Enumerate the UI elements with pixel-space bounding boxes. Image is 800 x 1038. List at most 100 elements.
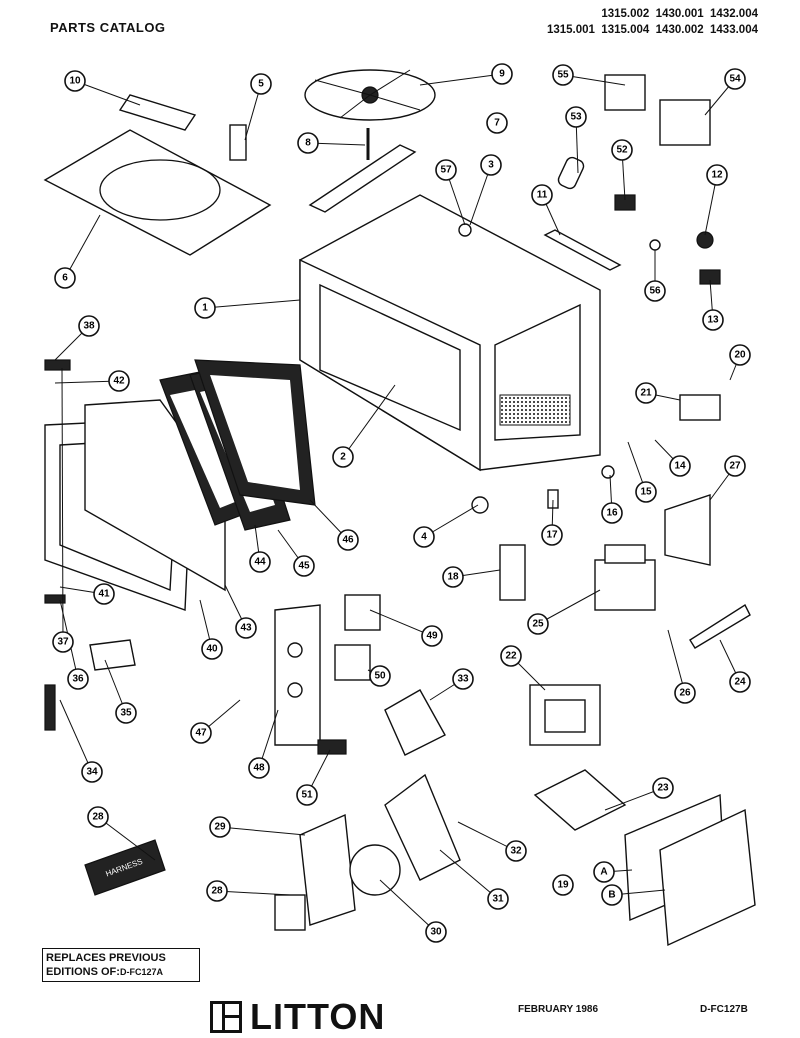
callout-number: 31 — [492, 894, 504, 905]
callout-54: 54 — [724, 68, 746, 90]
mount-screw-part — [649, 239, 661, 251]
callout-circle — [293, 555, 315, 577]
callout-6: 6 — [54, 267, 76, 289]
callout-circle — [425, 921, 447, 943]
trim-strip-part — [543, 229, 622, 271]
stirrer-fan-part — [304, 69, 436, 121]
callout-circle — [108, 370, 130, 392]
callout-circle — [332, 446, 354, 468]
callout-3: 3 — [480, 154, 502, 176]
callout-23: 23 — [652, 777, 674, 799]
callout-number: 48 — [253, 763, 265, 774]
fan-housing-part — [384, 773, 461, 881]
callout-number: 3 — [488, 160, 494, 171]
callout-number: 1 — [202, 303, 208, 314]
callout-32: 32 — [505, 840, 527, 862]
callout-53: 53 — [565, 106, 587, 128]
callout-47: 47 — [190, 722, 212, 744]
callout-circle — [296, 784, 318, 806]
callout-41: 41 — [93, 583, 115, 605]
callout-circle — [565, 106, 587, 128]
leader-line — [216, 890, 291, 896]
air-duct-part — [664, 494, 711, 566]
control-panel-part — [274, 604, 321, 746]
callout-number: 11 — [537, 190, 548, 201]
callout-28: 28 — [87, 806, 109, 828]
door-seal-opening — [210, 375, 300, 490]
publication-date: FEBRUARY 1986 — [518, 1004, 599, 1015]
replaces-line-2: EDITIONS OF:D-FC127A — [46, 965, 196, 979]
callout-circle — [250, 73, 272, 95]
callout-24: 24 — [729, 671, 751, 693]
callout-number: 52 — [616, 145, 628, 156]
callout-circle — [729, 671, 751, 693]
callout-number: 13 — [707, 315, 719, 326]
callout-15: 15 — [635, 481, 657, 503]
callout-circle — [729, 344, 751, 366]
wire-harness-part: HARNESS — [84, 839, 166, 896]
callout-number: 42 — [113, 376, 125, 387]
callout-circle — [64, 70, 86, 92]
callout-circle — [369, 665, 391, 687]
callout-13: 13 — [702, 309, 724, 331]
callout-circle — [601, 502, 623, 524]
hinge-pin-part — [44, 594, 66, 604]
callout-B: B — [601, 884, 623, 906]
callout-12: 12 — [706, 164, 728, 186]
callout-number: 47 — [195, 728, 207, 739]
callout-circle — [297, 132, 319, 154]
leader-line — [61, 367, 64, 643]
callout-11: 11 — [531, 184, 553, 206]
leader-line — [379, 879, 437, 933]
callout-circle — [209, 816, 231, 838]
callout-1: 1 — [194, 297, 216, 319]
callout-A: A — [593, 861, 615, 883]
callout-circle — [67, 668, 89, 690]
callout-number: 22 — [505, 651, 517, 662]
callout-circle — [435, 159, 457, 181]
callout-circle — [652, 777, 674, 799]
callout-7: 7 — [486, 112, 508, 134]
callout-number: 44 — [254, 557, 266, 568]
callout-40: 40 — [201, 638, 223, 660]
spacer-part — [471, 496, 489, 514]
oven-cavity-part — [299, 194, 601, 472]
callout-group: 12345678910111213141516171819AB202122232… — [52, 63, 751, 943]
callout-number: 16 — [606, 508, 618, 519]
callout-19: 19 — [552, 874, 574, 896]
callout-circle — [601, 884, 623, 906]
callout-22: 22 — [500, 645, 522, 667]
callout-circle — [487, 888, 509, 910]
callout-55: 55 — [552, 64, 574, 86]
callout-circle — [337, 529, 359, 551]
callout-number: 6 — [62, 273, 68, 284]
callout-number: 37 — [57, 637, 69, 648]
duct-bracket-part — [659, 99, 711, 146]
callout-number: 51 — [301, 790, 313, 801]
callout-number: 15 — [640, 487, 652, 498]
callout-circle — [702, 309, 724, 331]
callout-circle — [480, 154, 502, 176]
thermal-fuse-part — [458, 223, 472, 237]
callout-number: 25 — [532, 619, 544, 630]
callout-circle — [52, 631, 74, 653]
litton-logo-icon — [210, 1001, 242, 1033]
callout-48: 48 — [248, 757, 270, 779]
callout-2: 2 — [332, 446, 354, 468]
callout-4: 4 — [413, 526, 435, 548]
callout-number: 17 — [546, 530, 558, 541]
callout-number: 50 — [374, 671, 386, 682]
power-control-part — [334, 644, 371, 681]
callout-number: 10 — [69, 76, 81, 87]
page-title: PARTS CATALOG — [50, 20, 166, 35]
shield-plate-part — [384, 689, 446, 756]
callout-circle — [206, 880, 228, 902]
switch-assembly-part — [679, 394, 721, 421]
callout-circle — [674, 682, 696, 704]
callout-51: 51 — [296, 784, 318, 806]
callout-number: 2 — [340, 452, 346, 463]
model-numbers: 1315.002 1430.001 1432.004 1315.001 1315… — [547, 6, 758, 38]
callout-18: 18 — [442, 566, 464, 588]
callout-57: 57 — [435, 159, 457, 181]
callout-number: 34 — [86, 767, 98, 778]
